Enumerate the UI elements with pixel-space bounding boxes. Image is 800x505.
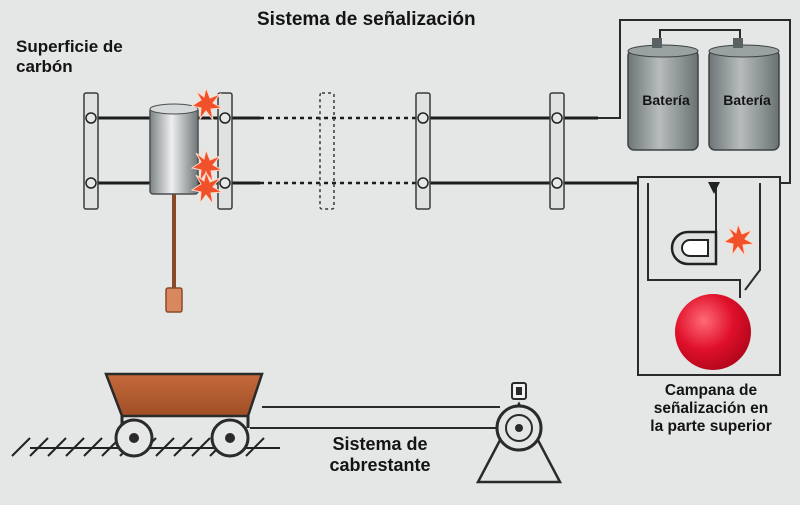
winch-rope (250, 406, 500, 429)
winch-system-label-line: cabrestante (329, 454, 431, 475)
bell-label: Campana de señalización en la parte supe… (636, 382, 786, 435)
bell-housing (637, 176, 781, 376)
winch-pulley-icon (475, 382, 563, 484)
battery-label: Batería (642, 92, 690, 108)
wire-post-dashed (319, 92, 335, 210)
battery-icon (627, 38, 780, 151)
winch-system-label: Sistema de cabrestante (325, 434, 435, 475)
spark-icon (722, 222, 756, 257)
bell-label-line: señalización en (653, 399, 769, 417)
wire-post (415, 92, 431, 210)
wire-insulators (85, 112, 563, 189)
coal-surface-label: Superficie de carbón (16, 37, 123, 76)
bell-label-line: Campana de (664, 382, 758, 399)
wire-post (83, 92, 99, 210)
coal-surface-label-line: carbón (16, 56, 73, 76)
bell-icon (675, 294, 751, 370)
electromagnet-icon (149, 103, 199, 313)
diagram-title: Sistema de señalización (257, 9, 476, 30)
cart-icon (104, 372, 264, 458)
bell-label-line: la parte superior (650, 417, 772, 435)
winch-system-label-line: Sistema de (332, 434, 428, 454)
battery-circuit-wire (598, 19, 791, 184)
battery-label: Batería (723, 92, 771, 108)
spark-icon (190, 86, 224, 205)
wire-post (549, 92, 565, 210)
coal-surface-label-line: Superficie de (16, 37, 123, 56)
